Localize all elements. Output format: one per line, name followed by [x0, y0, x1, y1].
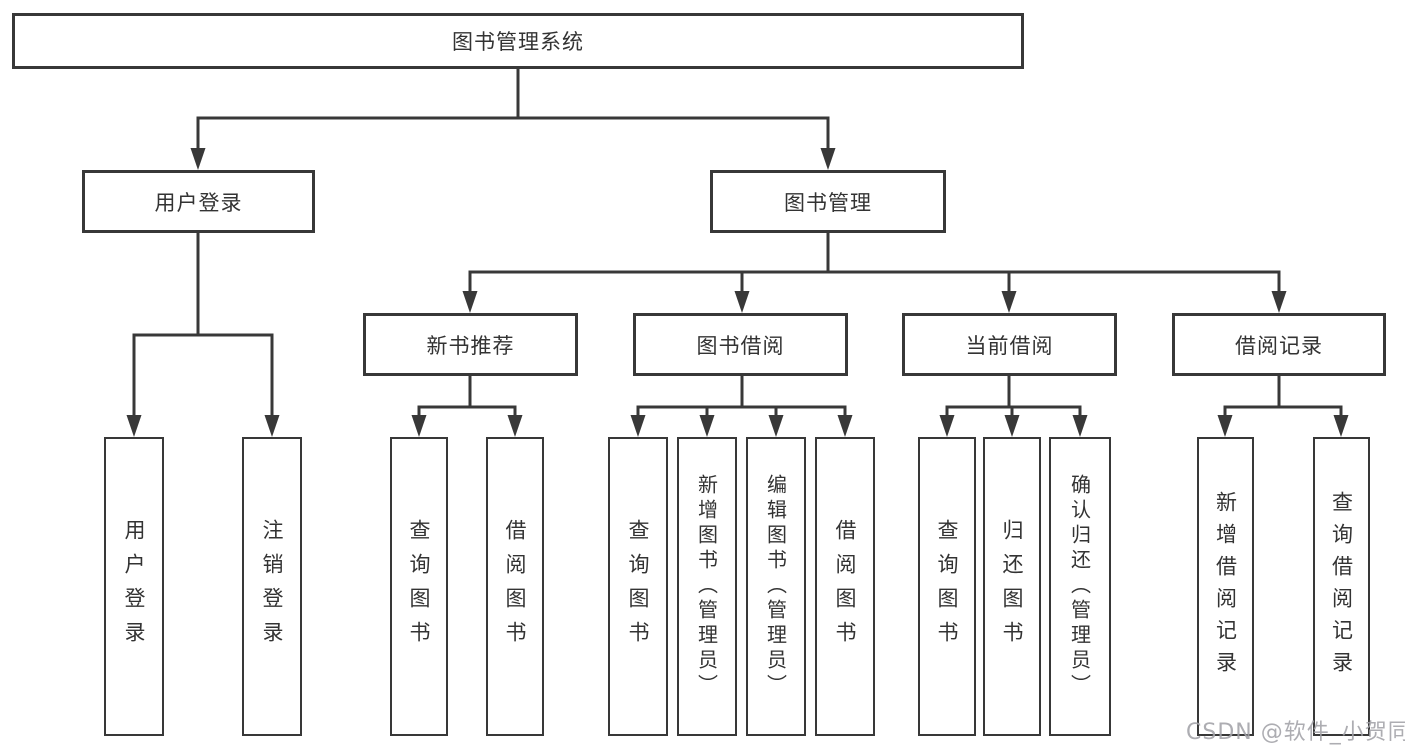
- leaf-add-borrow-record: 新增借阅记录: [1197, 437, 1254, 736]
- node-book-borrowing: 图书借阅: [633, 313, 848, 376]
- watermark: CSDN @软件_小贺同学: [1186, 720, 1405, 745]
- leaf-add-books-admin: 新增图书（管理员）: [677, 437, 737, 736]
- leaf-query-books-recommend: 查询图书: [390, 437, 448, 736]
- leaf-query-books-borrowing: 查询图书: [608, 437, 668, 736]
- node-library-system: 图书管理系统: [12, 13, 1024, 69]
- node-user-login: 用户登录: [82, 170, 315, 233]
- leaf-query-books-current: 查询图书: [918, 437, 976, 736]
- node-borrowing-records: 借阅记录: [1172, 313, 1386, 376]
- arrowheads: [126, 148, 1349, 437]
- leaf-user-login: 用户登录: [104, 437, 164, 736]
- leaf-borrow-books-recommend: 借阅图书: [486, 437, 544, 736]
- leaf-edit-books-admin: 编辑图书（管理员）: [746, 437, 806, 736]
- node-current-borrowing: 当前借阅: [902, 313, 1117, 376]
- leaf-borrow-books-borrowing: 借阅图书: [815, 437, 875, 736]
- node-new-book-recommendation: 新书推荐: [363, 313, 578, 376]
- node-book-management: 图书管理: [710, 170, 946, 233]
- leaf-query-borrow-record: 查询借阅记录: [1313, 437, 1370, 736]
- leaf-logout: 注销登录: [242, 437, 302, 736]
- leaf-confirm-return-admin: 确认归还（管理员）: [1049, 437, 1111, 736]
- leaf-return-books: 归还图书: [983, 437, 1041, 736]
